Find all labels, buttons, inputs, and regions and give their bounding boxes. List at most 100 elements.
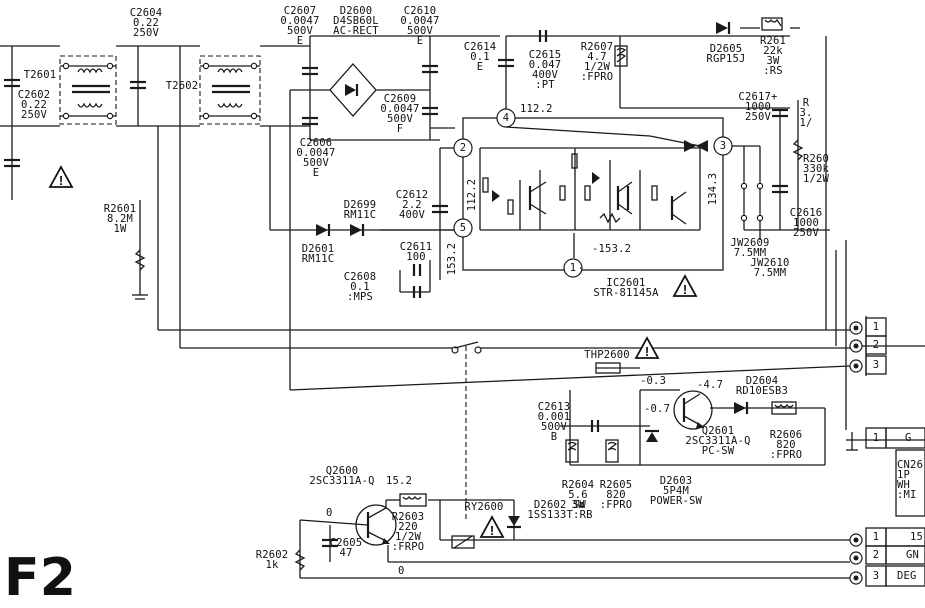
svg-text:!: ! [645, 344, 649, 359]
ic-pin-wiring [380, 35, 790, 293]
c2614-capacitor [498, 58, 514, 68]
label-thp2600: THP2600 [584, 349, 630, 361]
power-switch [451, 341, 482, 520]
c2604-capacitor [130, 80, 146, 90]
svg-text:!: ! [59, 173, 63, 188]
label-r2606: R2606 820 :FPRO [769, 429, 803, 461]
voltage-q2601c: -0.3 [640, 375, 667, 387]
label-t2602: T2602 [165, 80, 199, 92]
warning-icon: ! [48, 165, 74, 193]
ic-pin-2: 2 [459, 142, 467, 154]
lower-connector-label-2: GN [906, 549, 920, 561]
label-d2603: D2603 5P4M POWER-SW [649, 475, 703, 507]
ic-pin-1: 1 [569, 262, 577, 274]
upper-connector-pin-3: 3 [872, 359, 880, 371]
d2600-bridge-rectifier [329, 63, 377, 117]
d2602-diode [507, 516, 521, 529]
d2605-diode [716, 22, 731, 34]
c2616-capacitor [772, 184, 788, 194]
bridge-wiring [269, 35, 500, 390]
c2607-capacitor [302, 66, 318, 76]
label-c2612: C2612 2.2 400V [395, 189, 429, 221]
voltage-q2600c: 15.2 [386, 475, 413, 487]
label-c2611: C2611 100 [399, 241, 433, 263]
label-d2699: D2699 RM11C [343, 199, 377, 221]
label-d2602: D2602 SW 1SS133T:RB [527, 499, 593, 521]
c2610-capacitor [422, 64, 438, 74]
g-connector [846, 427, 925, 517]
label-c2604: C2604 0.22 250V [129, 7, 163, 39]
lower-connector-pin-2: 2 [872, 549, 880, 561]
label-c2609: C2609 0.0047 500V F [380, 93, 420, 135]
c2605-capacitor [322, 538, 338, 548]
label-r2605: R2605 820 :FPRO [599, 479, 633, 511]
r2602-resistor [294, 549, 306, 571]
page-label: F2 [4, 548, 77, 608]
r2604-resistor [565, 439, 579, 463]
r2611-resistor [761, 17, 783, 31]
lower-connector-label-3: DEG [897, 570, 917, 582]
q2600-transistor [355, 504, 397, 546]
g-connector-pin: 1 [872, 432, 880, 444]
warning-icon: ! [672, 274, 698, 302]
output-wiring [158, 27, 925, 466]
label-d2600: D2600 D4SB60L AC-RECT [333, 5, 379, 37]
c2617-capacitor [772, 108, 788, 118]
voltage-q2600b: 0 [326, 507, 333, 519]
c2608-capacitor [412, 286, 422, 298]
ic2601-internal-transistors [482, 153, 687, 225]
label-q2600: Q2600 2SC3311A-Q [309, 465, 375, 487]
r2603-resistor [399, 493, 427, 507]
label-r2602: R2602 1k [255, 549, 289, 571]
label-r260x: R260 330k 1/2W [802, 153, 830, 185]
d2601-diode [316, 224, 331, 236]
label-d2601: D2601 RM11C [301, 243, 335, 265]
c2609-capacitor [422, 106, 438, 116]
c2602-capacitor [4, 78, 20, 168]
label-ry2600: RY2600 [464, 501, 504, 513]
d2603-diode [645, 429, 659, 442]
r2606-resistor [771, 401, 797, 415]
voltage-q2600e: 0 [398, 565, 405, 577]
svg-text:!: ! [490, 523, 494, 538]
t2601-transformer [59, 55, 117, 125]
upper-connector-pin-1: 1 [872, 321, 880, 333]
ry2600-relay-coil [451, 535, 475, 549]
label-ic2601: IC2601 STR-81145A [593, 277, 659, 299]
upper-connector [849, 316, 887, 376]
lower-connector-pin-3: 3 [872, 570, 880, 582]
label-r26xa: R 3. 1/ [799, 97, 813, 129]
t2602-transformer [199, 55, 261, 125]
c2606-capacitor [302, 116, 318, 126]
q2601-transistor [673, 390, 713, 430]
voltage-q2601b: -0.7 [644, 403, 671, 415]
voltage-pin1: -153.2 [592, 243, 632, 255]
label-c2614: C2614 0.1 E [463, 41, 497, 73]
voltage-q2601e: -4.7 [697, 379, 724, 391]
r2605-resistor [605, 439, 619, 463]
label-c2607: C2607 0.0047 500V E [280, 5, 320, 47]
lower-connector-pin-1: 1 [872, 531, 880, 543]
ic-pin-3: 3 [719, 140, 727, 152]
label-r2603: R2603 220 1/2W :FRPO [391, 511, 425, 553]
warning-icon: ! [634, 336, 660, 364]
voltage-pin2: 112.2 [466, 178, 478, 212]
label-c2608: C2608 0.1 :MPS [343, 271, 377, 303]
label-c2617: C2617+ 1000 250V [738, 91, 778, 123]
d2604-zener [734, 402, 749, 414]
label-c2615: C2615 0.047 400V :PT [528, 49, 562, 91]
label-c2606: C2606 0.0047 500V E [296, 137, 336, 179]
lower-connector [849, 527, 925, 587]
label-c2616: C2616 1000 250V [789, 207, 823, 239]
label-cn26: CN26 1P WH :MI [897, 459, 924, 501]
voltage-pin4: 112.2 [520, 103, 553, 115]
label-r2611: R261 22k 3W :RS [759, 35, 787, 77]
ground-symbols [846, 432, 858, 451]
r2607-fuse-resistor [614, 45, 628, 67]
ic-output-diode [684, 140, 708, 152]
q2600-wiring [299, 499, 850, 579]
jumper-wires [740, 182, 764, 222]
label-r2607: R2607 4.7 1/2W :FPRO [580, 41, 614, 83]
warning-icon: ! [479, 515, 505, 543]
